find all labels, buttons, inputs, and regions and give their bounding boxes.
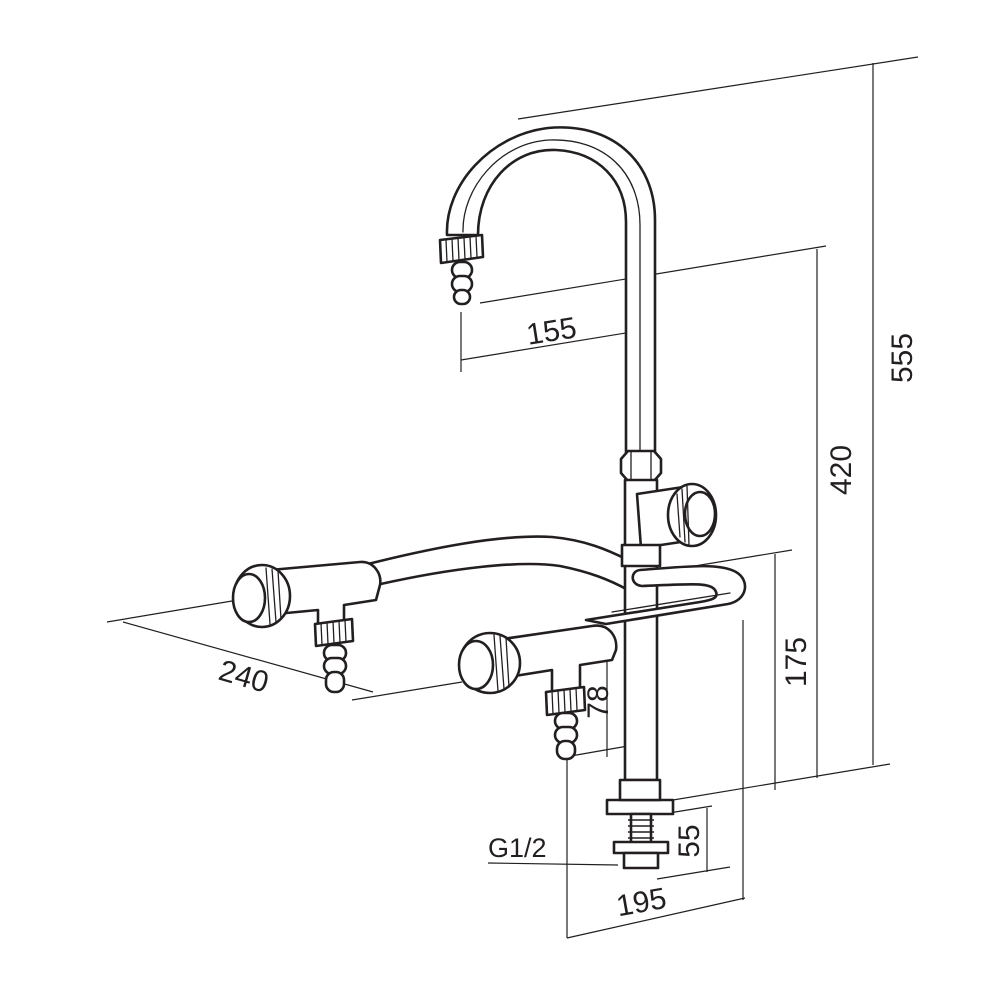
- extension-line-top-55: [668, 805, 713, 814]
- column-hex-nut: [619, 449, 663, 483]
- dimension-label-55: 55: [673, 824, 706, 857]
- faucet-body: [231, 126, 747, 870]
- left-hose-barb: [322, 643, 348, 694]
- dimension-line-155: [460, 329, 645, 361]
- dimension-line-195: [566, 897, 746, 939]
- shank-washer: [622, 851, 660, 870]
- left-handle-knurl: [265, 567, 282, 625]
- extension-line-top-555: [517, 56, 919, 120]
- column-collar: [620, 543, 662, 568]
- thread-spec-label: G1/2: [488, 833, 547, 863]
- spout-nut-knurl: [445, 235, 478, 263]
- rear-branch-tube: [350, 535, 630, 592]
- dimension-label-78: 78: [582, 685, 615, 718]
- rear-valve-handle-face[interactable]: [683, 490, 717, 538]
- front-outlet-nut: [544, 685, 587, 717]
- extension-line-78: [564, 745, 629, 758]
- extension-line-base-555: [654, 763, 891, 804]
- mounting-flange: [605, 798, 675, 816]
- spout-highlight-line: [462, 139, 641, 453]
- dimension-label-175: 175: [780, 637, 813, 687]
- left-valve-handle-face[interactable]: [231, 572, 267, 624]
- front-handle-knurl: [493, 634, 510, 692]
- front-outlet-nut-knurl: [551, 687, 578, 715]
- shank-thread-lines: [628, 819, 654, 839]
- dimension-lines: [106, 56, 919, 939]
- dimension-label-155: 155: [524, 311, 579, 351]
- shank-lock-nut: [612, 840, 670, 855]
- spout-nozzle-nut: [438, 233, 485, 265]
- front-arm-highlight: [611, 592, 731, 613]
- dimension-label-420: 420: [825, 445, 858, 495]
- flange-collar: [618, 778, 662, 802]
- gooseneck-spout: [445, 126, 657, 457]
- extension-line-bottom-55: [656, 866, 731, 880]
- front-hose-barb: [553, 711, 579, 761]
- leader-line-g12: [487, 862, 619, 866]
- extension-line-left-240: [106, 600, 233, 623]
- dimension-label-555: 555: [886, 333, 919, 383]
- front-valve-handle-face[interactable]: [457, 639, 495, 691]
- front-branch-arm: [584, 564, 747, 626]
- spout-hose-barb: [450, 260, 474, 306]
- extension-line-right-240: [351, 681, 463, 701]
- left-outlet-nut-knurl: [320, 619, 347, 646]
- rear-handle-knurl: [676, 485, 690, 546]
